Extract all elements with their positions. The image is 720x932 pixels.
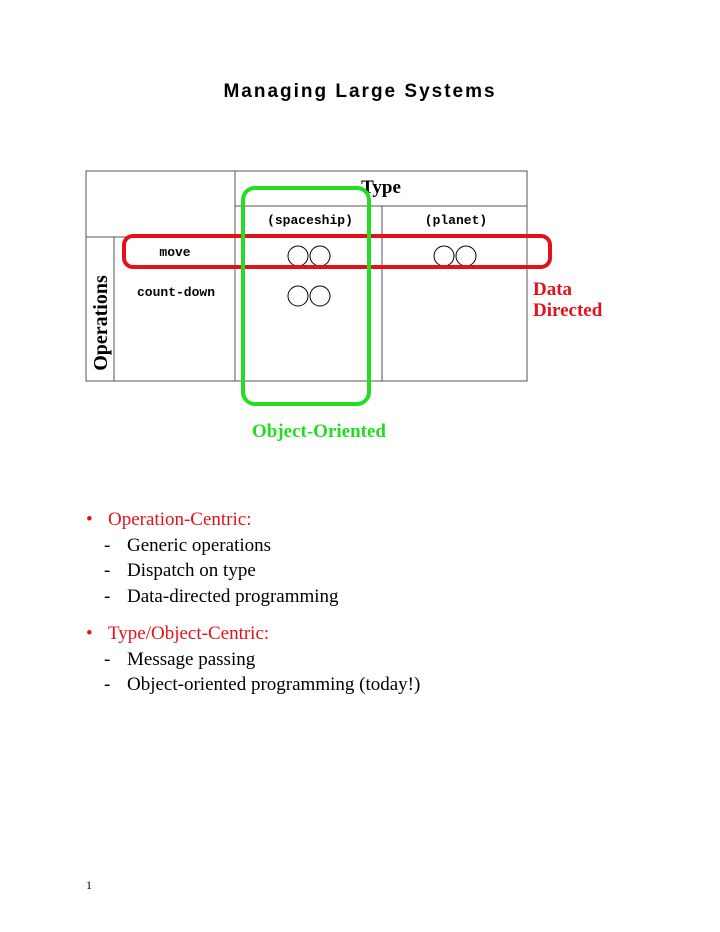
bullet-heading: Operation-Centric: bbox=[108, 509, 252, 530]
dash-marker: - bbox=[104, 648, 111, 670]
sub-item: -Object-oriented programming (today!) bbox=[86, 672, 420, 698]
sub-item: -Message passing bbox=[86, 647, 420, 673]
bullet-list: •Operation-Centric: -Generic operations … bbox=[86, 507, 420, 710]
type-operation-diagram: Type (spaceship) (planet) move count-dow… bbox=[85, 170, 603, 442]
sub-item-text: Data-directed programming bbox=[127, 585, 339, 607]
operations-label: Operations bbox=[90, 275, 112, 371]
method-circle bbox=[433, 245, 455, 267]
method-circles-planet-move bbox=[433, 245, 477, 267]
sub-item-text: Generic operations bbox=[127, 534, 272, 556]
bullet-marker: • bbox=[86, 509, 93, 530]
data-directed-label-line2: Directed bbox=[533, 300, 603, 321]
method-circles-spaceship-count-down bbox=[287, 285, 331, 307]
data-directed-highlight bbox=[122, 234, 552, 269]
table-outer-border bbox=[85, 170, 528, 382]
type-header: Type bbox=[361, 177, 401, 198]
object-oriented-label: Object-Oriented bbox=[252, 421, 386, 442]
bullet-operation-centric: •Operation-Centric: -Generic operations … bbox=[86, 507, 420, 609]
grid-lines bbox=[85, 170, 528, 382]
method-circle bbox=[287, 245, 309, 267]
sub-item: -Dispatch on type bbox=[86, 558, 420, 584]
method-circles-spaceship-move bbox=[287, 245, 331, 267]
sub-item-text: Message passing bbox=[127, 648, 256, 670]
row-label-move: move bbox=[159, 245, 190, 260]
data-directed-label-line1: Data bbox=[533, 279, 573, 300]
column-header-spaceship: (spaceship) bbox=[267, 213, 353, 228]
object-oriented-highlight bbox=[241, 186, 371, 406]
bullet-marker: • bbox=[86, 623, 93, 644]
dash-marker: - bbox=[104, 560, 111, 581]
sub-item: -Generic operations bbox=[86, 533, 420, 559]
row-label-count-down: count-down bbox=[137, 285, 215, 300]
bullet-type-object-centric: • Type/Object-Centric: -Message passing -… bbox=[86, 621, 420, 698]
method-circle bbox=[309, 245, 331, 267]
dash-marker: - bbox=[104, 534, 111, 556]
sub-item: -Data-directed programming bbox=[86, 584, 420, 610]
bullet-heading: Type/Object-Centric: bbox=[108, 623, 270, 644]
data-directed-label: Data Directed bbox=[533, 279, 603, 321]
page-title: Managing Large Systems bbox=[223, 81, 497, 102]
sub-item-text: Dispatch on type bbox=[127, 560, 256, 581]
method-circle bbox=[287, 285, 309, 307]
method-circle bbox=[309, 285, 331, 307]
dash-marker: - bbox=[104, 674, 111, 695]
column-header-planet: (planet) bbox=[425, 213, 487, 228]
method-circle bbox=[455, 245, 477, 267]
sub-item-text: Object-oriented programming (today!) bbox=[127, 674, 421, 695]
page-number: 1 bbox=[86, 878, 92, 892]
dash-marker: - bbox=[104, 585, 111, 607]
